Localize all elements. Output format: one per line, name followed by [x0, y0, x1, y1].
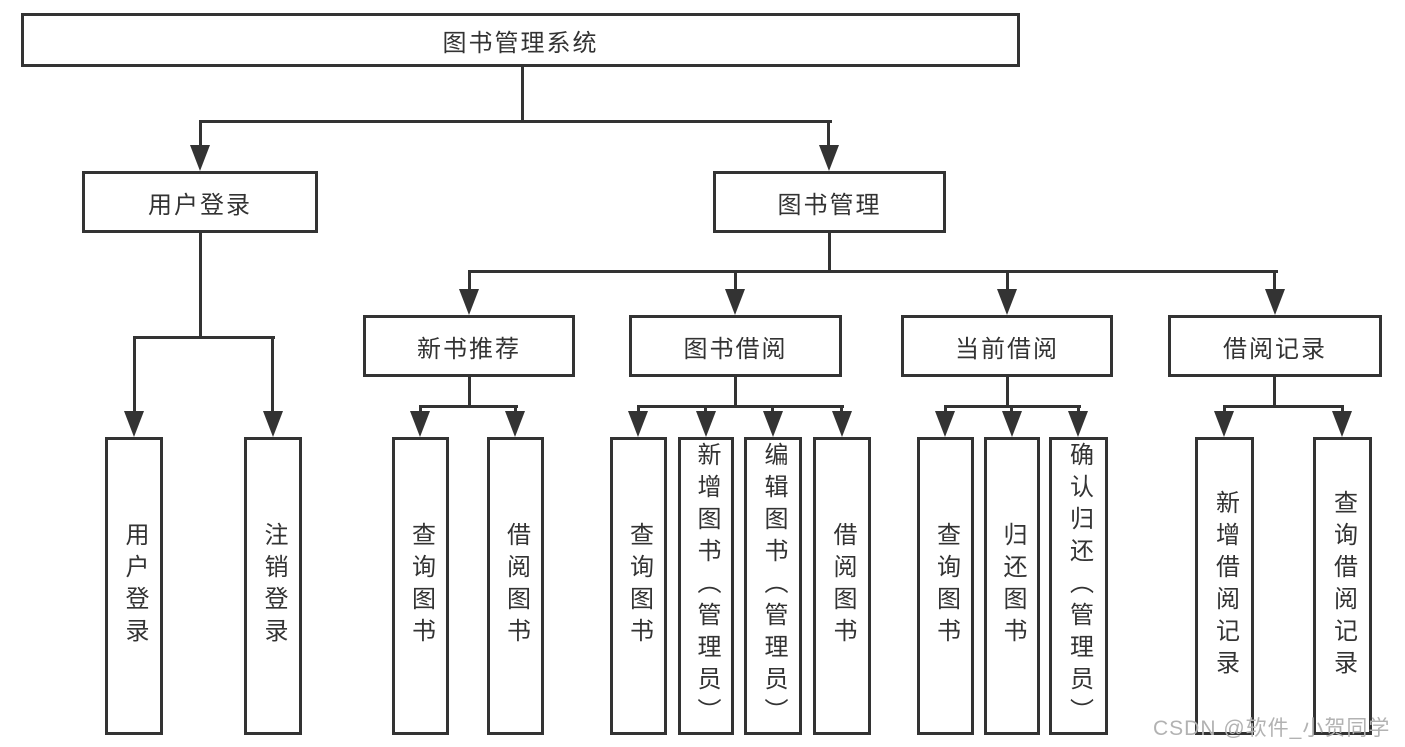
node-user-login-label: 用户登录: [148, 191, 252, 219]
connector-line: [271, 336, 274, 414]
node-new-book-recommend: 新书推荐: [363, 315, 575, 377]
leaf-user-login: 用户登录: [105, 437, 163, 735]
node-borrow-record-label: 借阅记录: [1223, 335, 1327, 363]
connector-line: [1010, 405, 1013, 414]
connector-line: [468, 270, 1278, 273]
arrow-down-icon: [696, 411, 716, 437]
leaf-return-book-label: 归还图书: [999, 522, 1026, 650]
arrow-down-icon: [459, 289, 479, 315]
leaf-query-book-1-label: 查询图书: [407, 522, 435, 650]
connector-line: [199, 120, 202, 148]
connector-line: [1273, 270, 1276, 291]
node-user-login: 用户登录: [82, 171, 318, 233]
connector-line: [419, 405, 422, 414]
arrow-down-icon: [1002, 411, 1022, 437]
leaf-logout-login: 注销登录: [244, 437, 302, 735]
leaf-query-borrow-record-label: 查询借阅记录: [1329, 490, 1357, 682]
connector-line: [771, 405, 774, 414]
connector-line: [704, 405, 707, 414]
connector-line: [637, 405, 640, 414]
arrow-down-icon: [832, 411, 852, 437]
leaf-borrow-book-1: 借阅图书: [487, 437, 544, 735]
connector-line: [1273, 377, 1276, 407]
leaf-borrow-book-2: 借阅图书: [813, 437, 871, 735]
leaf-logout-login-label: 注销登录: [260, 522, 287, 650]
connector-line: [199, 233, 202, 339]
arrow-down-icon: [263, 411, 283, 437]
connector-line: [1006, 377, 1009, 407]
connector-line: [1223, 405, 1226, 414]
connector-line: [133, 336, 275, 339]
connector-line: [468, 377, 471, 407]
arrow-down-icon: [1214, 411, 1234, 437]
leaf-add-borrow-record-label: 新增借阅记录: [1211, 490, 1239, 682]
leaf-confirm-return-admin-label: 确认归还（管理员）: [1065, 442, 1093, 730]
arrow-down-icon: [819, 145, 839, 171]
leaf-query-book-2: 查询图书: [610, 437, 667, 735]
arrow-down-icon: [190, 145, 210, 171]
csdn-watermark: CSDN @软件_小贺同学: [1153, 717, 1391, 740]
node-current-borrow: 当前借阅: [901, 315, 1113, 377]
leaf-return-book: 归还图书: [984, 437, 1040, 735]
node-root: 图书管理系统: [21, 13, 1020, 67]
leaf-borrow-book-2-label: 借阅图书: [829, 522, 856, 650]
node-book-borrow-label: 图书借阅: [683, 335, 788, 363]
connector-line: [133, 336, 136, 414]
connector-line: [199, 120, 832, 123]
arrow-down-icon: [997, 289, 1017, 315]
leaf-add-book-admin-label: 新增图书（管理员）: [693, 442, 720, 730]
connector-line: [1341, 405, 1344, 414]
node-book-management-label: 图书管理: [777, 191, 882, 219]
connector-line: [1223, 405, 1344, 408]
connector-line: [840, 405, 843, 414]
leaf-add-borrow-record: 新增借阅记录: [1195, 437, 1254, 735]
leaf-query-book-2-label: 查询图书: [625, 522, 653, 650]
node-borrow-record: 借阅记录: [1168, 315, 1382, 377]
arrow-down-icon: [1068, 411, 1088, 437]
leaf-edit-book-admin: 编辑图书（管理员）: [744, 437, 802, 735]
arrow-down-icon: [1332, 411, 1352, 437]
node-new-book-recommend-label: 新书推荐: [417, 335, 521, 363]
connector-line: [468, 270, 471, 291]
node-root-label: 图书管理系统: [442, 29, 599, 57]
connector-line: [828, 233, 831, 273]
arrow-down-icon: [505, 411, 525, 437]
leaf-add-book-admin: 新增图书（管理员）: [678, 437, 734, 735]
connector-line: [1006, 270, 1009, 291]
leaf-query-book-3-label: 查询图书: [932, 522, 960, 650]
leaf-query-book-1: 查询图书: [392, 437, 449, 735]
leaf-confirm-return-admin: 确认归还（管理员）: [1049, 437, 1108, 735]
connector-line: [734, 270, 737, 291]
connector-line: [827, 120, 830, 148]
arrow-down-icon: [628, 411, 648, 437]
connector-line: [419, 405, 518, 408]
leaf-user-login-label: 用户登录: [121, 522, 148, 650]
connector-line: [637, 405, 844, 408]
arrow-down-icon: [410, 411, 430, 437]
arrow-down-icon: [1265, 289, 1285, 315]
leaf-query-borrow-record: 查询借阅记录: [1313, 437, 1372, 735]
arrow-down-icon: [124, 411, 144, 437]
leaf-borrow-book-1-label: 借阅图书: [502, 522, 530, 650]
connector-line: [734, 377, 737, 407]
arrow-down-icon: [725, 289, 745, 315]
connector-line: [1077, 405, 1080, 414]
node-book-management: 图书管理: [713, 171, 946, 233]
connector-line: [514, 405, 517, 414]
node-book-borrow: 图书借阅: [629, 315, 842, 377]
arrow-down-icon: [935, 411, 955, 437]
connector-line: [521, 67, 524, 122]
leaf-edit-book-admin-label: 编辑图书（管理员）: [760, 442, 787, 730]
leaf-query-book-3: 查询图书: [917, 437, 974, 735]
connector-line: [944, 405, 947, 414]
node-current-borrow-label: 当前借阅: [955, 335, 1059, 363]
arrow-down-icon: [763, 411, 783, 437]
